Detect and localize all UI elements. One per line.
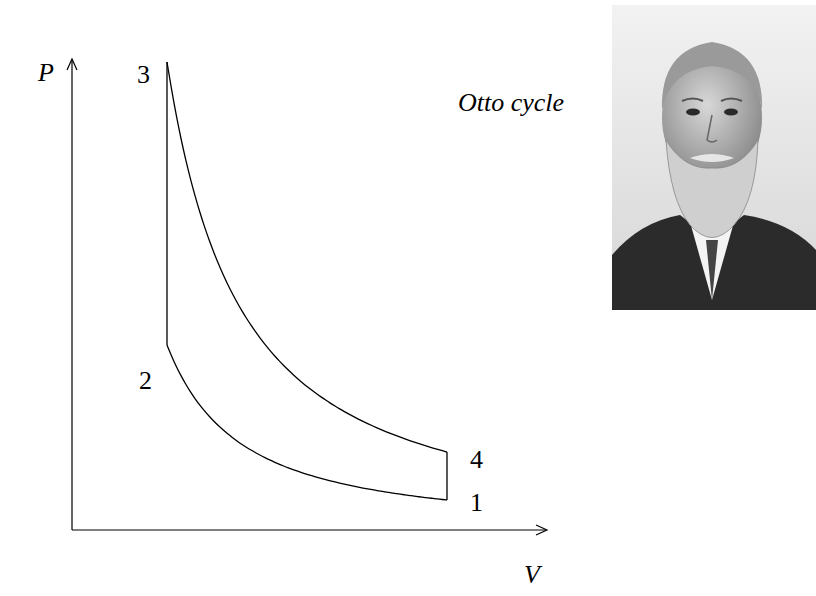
state-number: 4 (470, 447, 483, 473)
state-number: 3 (137, 62, 150, 88)
eye (686, 109, 700, 116)
photo-ground (612, 5, 816, 310)
state-number: 2 (139, 368, 152, 394)
axis-label: P (38, 60, 54, 86)
adiabatic-curve (167, 62, 447, 452)
moustache (690, 154, 734, 162)
tie (706, 240, 718, 300)
portrait (612, 5, 816, 310)
axis-arrowhead (536, 525, 547, 535)
isochoric-line (446, 452, 447, 500)
axis-arrowhead (67, 59, 77, 70)
hair (662, 42, 762, 110)
state-number: 1 (470, 490, 483, 516)
eyebrows (682, 99, 742, 102)
adiabatic-curve (167, 345, 447, 500)
eye (724, 109, 738, 116)
chart-title: Otto cycle (458, 90, 564, 116)
nose (707, 115, 717, 142)
axes (67, 59, 547, 535)
axis-label: V (524, 562, 540, 588)
beard (666, 140, 758, 238)
p-axis (71, 60, 72, 530)
isochoric-line (166, 62, 167, 345)
v-axis (72, 529, 546, 530)
otto-cycle (167, 62, 447, 500)
